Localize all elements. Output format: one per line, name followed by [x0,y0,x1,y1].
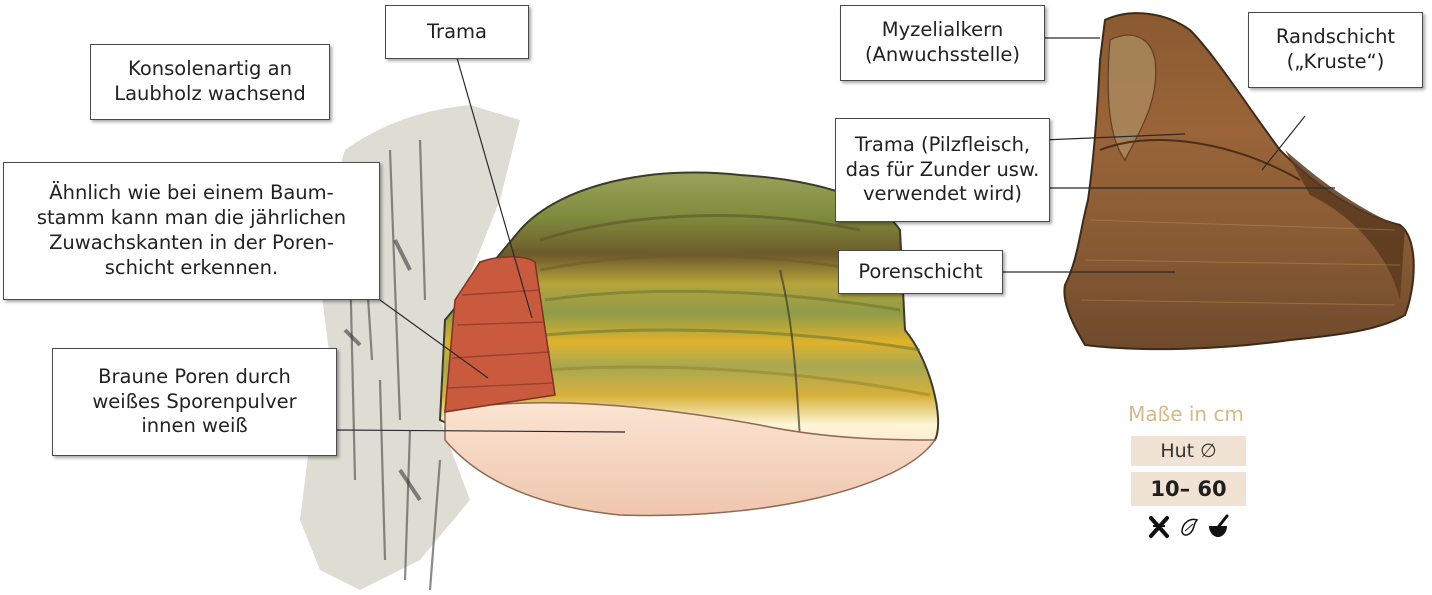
measure-hut-label: Hut ∅ [1131,436,1246,466]
label-line: stamm kann man die jährlichen [37,206,346,231]
label-line: schicht erkennen. [37,256,346,281]
measure-hut-value: 10– 60 [1131,472,1246,506]
label-line: verwendet wird) [846,182,1040,207]
label-line: Ähnlich wie bei einem Baum- [37,181,346,206]
label-line: Laubholz wachsend [114,82,306,107]
tinder-use-icon [1182,520,1197,536]
label-porenschicht: Porenschicht [838,250,1003,294]
not-edible-icon [1151,518,1167,536]
label-line: Randschicht [1276,25,1395,50]
label-line: Porenschicht [858,260,982,285]
label-myzelialkern: Myzelialkern(Anwuchsstelle) [840,5,1045,81]
label-randschicht: Randschicht(„Kruste“) [1248,12,1423,88]
medicinal-mortar-icon [1209,516,1227,537]
label-trama-top: Trama [385,5,529,59]
label-line: innen weiß [92,414,296,439]
label-line: das für Zunder usw. [846,158,1040,183]
measure-title: Maße in cm [1100,402,1272,426]
label-line: Konsolenartig an [114,57,306,82]
label-line: Myzelialkern [865,18,1020,43]
label-line: Zuwachskanten in der Poren- [37,231,346,256]
label-line: Trama [427,20,487,45]
label-line: weißes Sporenpulver [92,390,296,415]
label-line: Trama (Pilzfleisch, [846,133,1040,158]
label-line: Braune Poren durch [92,365,296,390]
label-line: („Kruste“) [1276,50,1395,75]
label-trama-pilzfleisch: Trama (Pilzfleisch,das für Zunder usw.ve… [835,118,1050,222]
label-jaehrliche-zuwachskanten: Ähnlich wie bei einem Baum-stamm kann ma… [3,162,380,300]
label-line: (Anwuchsstelle) [865,43,1020,68]
fungus-bracket [440,172,938,515]
usage-icons [1131,512,1246,544]
